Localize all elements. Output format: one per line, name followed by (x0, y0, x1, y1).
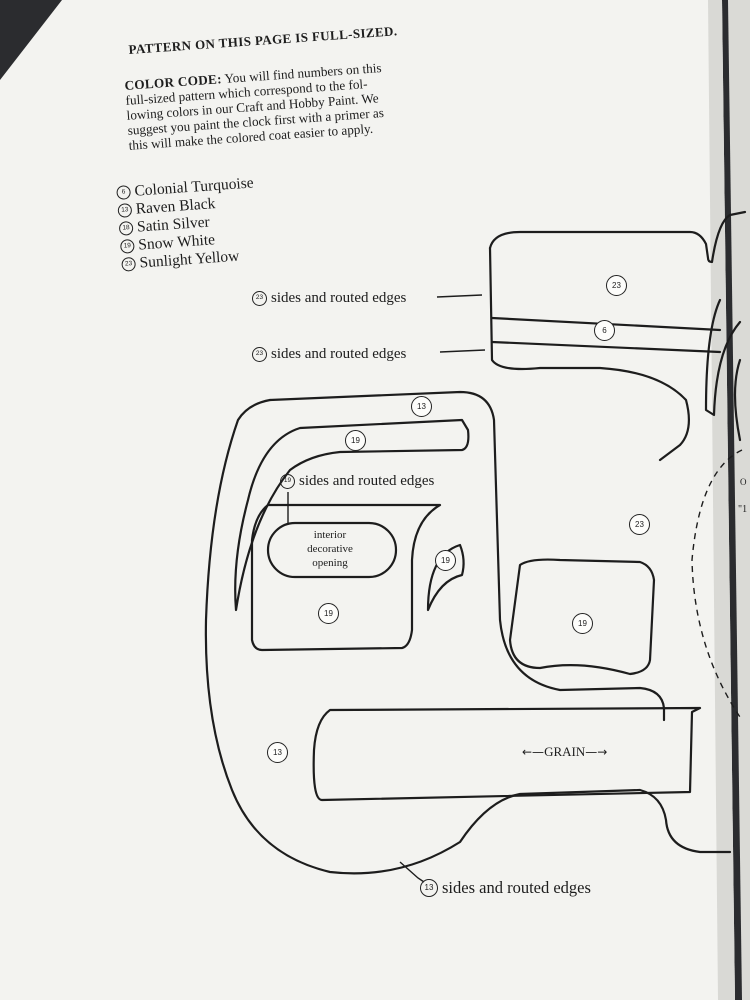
inner-panel (250, 503, 442, 652)
callout-text: sides and routed edges (271, 346, 407, 362)
color-number-bubble: 19 (435, 550, 456, 571)
color-number-badge: 18 (118, 220, 134, 236)
interior-decorative-opening (266, 521, 398, 579)
color-number-bubble: 23 (606, 275, 627, 296)
callout-text: sides and routed edges (299, 473, 435, 489)
color-number-badge: 13 (117, 202, 133, 218)
svg-text:O: O (740, 477, 747, 487)
color-number-bubble: 6 (594, 320, 615, 341)
arrow-left-icon: ←— (522, 745, 545, 759)
grain-text: GRAIN (544, 744, 586, 759)
right-panel (508, 558, 656, 676)
callout-text: sides and routed edges (442, 878, 591, 897)
color-number-bubble: 19 (572, 613, 593, 634)
callout-middle-sides: 19 sides and routed edges (280, 473, 434, 490)
color-number-bubble: 19 (345, 430, 366, 451)
color-number-badge: 23 (252, 291, 267, 306)
arrow-right-icon: —→ (585, 745, 608, 759)
color-number-badge: 19 (280, 474, 295, 489)
color-number-badge: 23 (121, 256, 137, 272)
color-number-bubble: 13 (411, 396, 432, 417)
color-number-bubble: 23 (629, 514, 650, 535)
color-number-badge: 23 (252, 347, 267, 362)
grain-bar (312, 706, 702, 802)
callout-second-sides: 23 sides and routed edges (252, 346, 406, 363)
grain-indicator: ←— GRAIN —→ (522, 744, 607, 760)
next-page-edge (728, 0, 750, 1000)
clock-face-dashed (691, 449, 743, 721)
color-number-badge: 6 (116, 185, 132, 200)
clock-upper-body (268, 390, 666, 722)
svg-text:"1: "1 (738, 504, 747, 515)
cap-piece (488, 210, 747, 264)
interior-opening-label: interior decorative opening (280, 528, 380, 570)
opening-label-line: interior (313, 529, 347, 541)
color-number-badge: 13 (420, 879, 438, 897)
callout-text: sides and routed edges (271, 290, 407, 306)
crescent-piece (426, 543, 465, 612)
color-number-badge: 19 (119, 238, 135, 254)
callout-bottom-sides: 13 sides and routed edges (420, 878, 591, 898)
opening-label-line: decorative (307, 543, 353, 555)
opening-label-line: opening (312, 557, 348, 569)
color-number-bubble: 19 (318, 603, 339, 624)
clock-outer-outline (204, 398, 732, 875)
callout-top-sides: 23 sides and routed edges (252, 290, 406, 307)
color-number-bubble: 13 (267, 742, 288, 763)
